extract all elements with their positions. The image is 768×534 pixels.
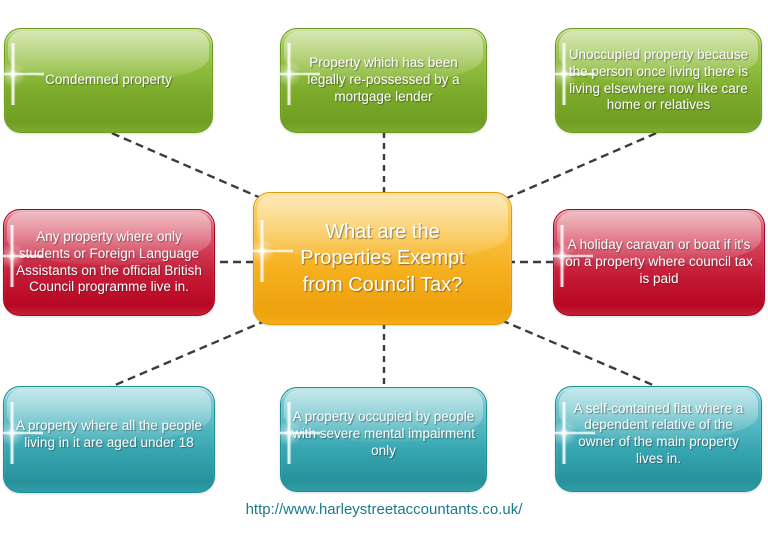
footer-url-link[interactable]: http://www.harleystreetaccountants.co.uk… bbox=[245, 501, 523, 518]
node-dependent-relative: A self-contained flat where a dependent … bbox=[533, 386, 762, 492]
node-unoccupied-property: Unoccupied property because the person o… bbox=[533, 28, 762, 133]
node-repossessed-property: Property which has been legally re-posse… bbox=[258, 28, 487, 133]
node-label: Any property where only students or Fore… bbox=[16, 229, 202, 295]
node-mental-impairment: A property occupied by people with sever… bbox=[258, 387, 487, 492]
node-label: A property where all the people living i… bbox=[15, 417, 203, 450]
node-label: A property occupied by people with sever… bbox=[291, 409, 476, 458]
node-holiday-caravan: A holiday caravan or boat if it's on a p… bbox=[531, 209, 765, 316]
node-student-property: Any property where only students or Fore… bbox=[0, 209, 215, 316]
node-condemned-property: Condemned property bbox=[0, 28, 213, 133]
center-question-label: What are the Properties Exempt from Coun… bbox=[300, 220, 465, 296]
node-label: Condemned property bbox=[45, 72, 172, 88]
connector-line bbox=[467, 126, 669, 217]
node-label: Unoccupied property because the person o… bbox=[568, 47, 749, 113]
connector-line bbox=[99, 126, 301, 217]
node-label: A holiday caravan or boat if it's on a p… bbox=[565, 237, 753, 286]
sparkle-icon bbox=[0, 43, 44, 106]
footer: http://www.harleystreetaccountants.co.uk… bbox=[0, 501, 768, 519]
node-label: Property which has been legally re-posse… bbox=[307, 55, 460, 104]
node-under-18-property: A property where all the people living i… bbox=[0, 386, 215, 493]
node-label: A self-contained flat where a dependent … bbox=[573, 400, 744, 466]
node-center-question: What are the Properties Exempt from Coun… bbox=[231, 192, 512, 325]
